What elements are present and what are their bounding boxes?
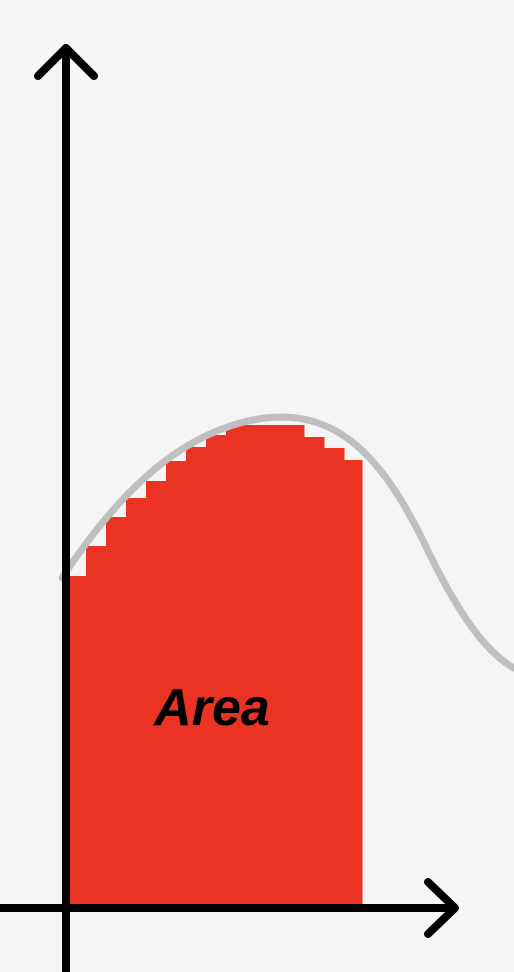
y-axis-arrowhead bbox=[34, 44, 98, 80]
riemann-rect bbox=[66, 576, 87, 908]
riemann-rect bbox=[106, 517, 127, 908]
riemann-rect bbox=[226, 425, 305, 908]
riemann-rect bbox=[146, 481, 167, 908]
function-curve bbox=[58, 413, 514, 672]
area-label: Area bbox=[152, 679, 270, 737]
riemann-rect bbox=[86, 546, 107, 908]
riemann-rect bbox=[324, 448, 345, 908]
riemann-rect bbox=[344, 460, 363, 908]
riemann-rect bbox=[304, 437, 325, 908]
riemann-rect bbox=[186, 447, 207, 908]
riemann-rect bbox=[126, 498, 147, 908]
riemann-rect bbox=[166, 461, 187, 908]
riemann-rect bbox=[206, 435, 227, 908]
x-axis-arrowhead bbox=[424, 878, 459, 938]
riemann-rectangles bbox=[66, 425, 363, 908]
